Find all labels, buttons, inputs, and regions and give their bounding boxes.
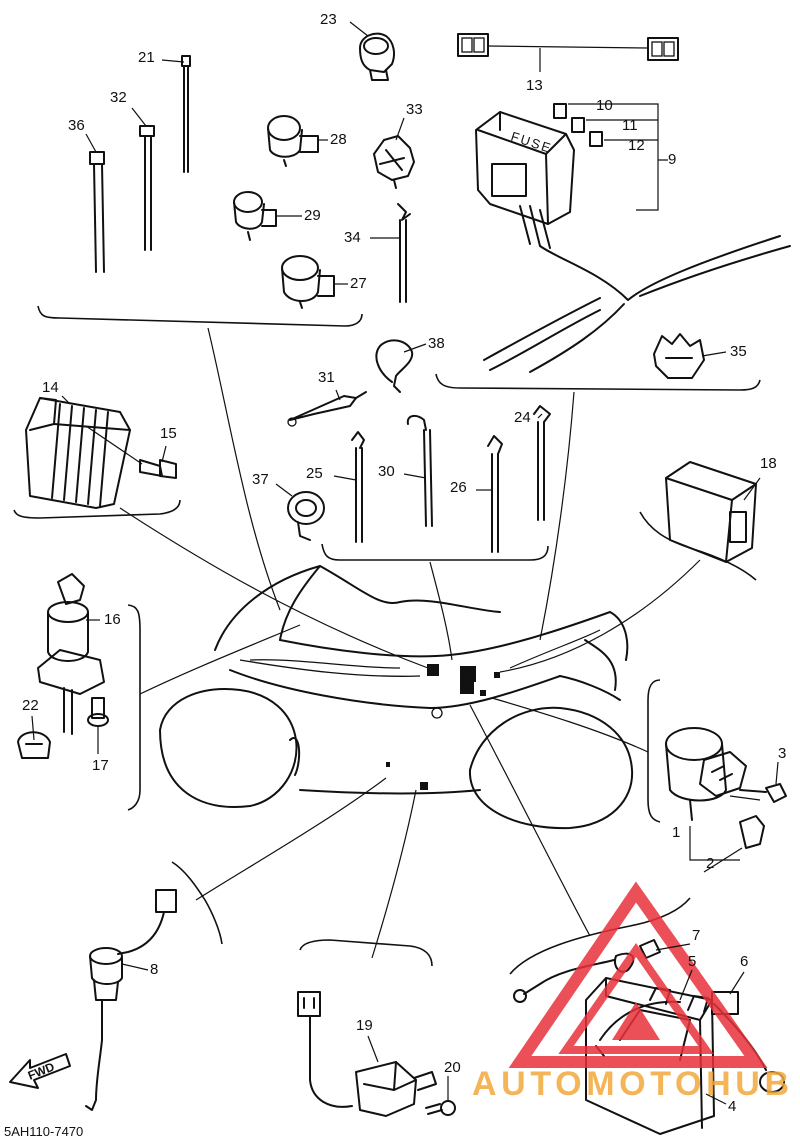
motorcycle-outline — [159, 565, 634, 830]
harness-junction-markers — [386, 664, 500, 790]
cable-tie-32 — [139, 125, 155, 251]
cable-tie-24 — [533, 405, 551, 521]
callout-6: 6 — [740, 953, 748, 970]
bolt-20 — [425, 1100, 456, 1116]
callout-leaders — [31, 21, 779, 1105]
callout-26: 26 — [450, 479, 467, 496]
callout-2: 2 — [706, 855, 714, 872]
callout-33: 33 — [406, 101, 423, 118]
clip-38 — [375, 339, 414, 393]
callout-30: 30 — [378, 463, 395, 480]
callout-24: 24 — [514, 409, 531, 426]
callout-5: 5 — [688, 953, 696, 970]
main-switch-16 — [37, 573, 105, 735]
location-lines — [119, 327, 701, 959]
coupler-13 — [457, 33, 679, 72]
bolt-17 — [87, 697, 109, 727]
cable-tie-30 — [406, 414, 433, 527]
clamp-29 — [233, 191, 277, 241]
fwd-arrow: FWD — [9, 1053, 71, 1089]
fuse-box: FUSE — [475, 111, 575, 249]
callout-4: 4 — [728, 1098, 736, 1115]
callout-28: 28 — [330, 131, 347, 148]
clamp-37 — [287, 491, 325, 541]
callout-15: 15 — [160, 425, 177, 442]
callout-34: 34 — [344, 229, 361, 246]
group-brackets — [13, 305, 761, 975]
callout-14: 14 — [42, 379, 59, 396]
watermark-logo: AUTOMOTOHUB — [472, 881, 790, 1103]
lead-31 — [287, 391, 367, 427]
main-wire-harness — [483, 235, 791, 373]
bracket-1-2 — [689, 795, 761, 861]
callout-9: 9 — [668, 151, 676, 168]
bolt-3 — [739, 783, 787, 803]
clamp-27 — [281, 255, 335, 309]
relay-18 — [665, 461, 757, 563]
fuse-lead-7 — [513, 939, 661, 1003]
callout-10: 10 — [596, 97, 613, 114]
clamp-28 — [267, 115, 319, 167]
callout-12: 12 — [628, 137, 645, 154]
callout-25: 25 — [306, 465, 323, 482]
cable-tie-34 — [397, 203, 411, 303]
bracket-9 — [568, 103, 668, 211]
rectifier-regulator-14 — [25, 397, 131, 509]
callout-13: 13 — [526, 77, 543, 94]
cable-tie-25 — [351, 431, 365, 543]
cover-2 — [739, 815, 765, 849]
bolt-15 — [85, 425, 177, 479]
callout-37: 37 — [252, 471, 269, 488]
fuse-10 — [553, 103, 567, 119]
callout-18: 18 — [760, 455, 777, 472]
callout-32: 32 — [110, 89, 127, 106]
callout-21: 21 — [138, 49, 155, 66]
callout-23: 23 — [320, 11, 337, 28]
watermark-text: AUTOMOTOHUB — [472, 1065, 790, 1103]
callout-8: 8 — [150, 961, 158, 978]
cable-tie-36 — [89, 151, 105, 273]
fuse-11 — [571, 117, 585, 133]
callout-11: 11 — [622, 117, 638, 134]
clamp-23 — [359, 32, 395, 81]
callout-19: 19 — [356, 1017, 373, 1034]
callout-16: 16 — [104, 611, 121, 628]
callout-29: 29 — [304, 207, 321, 224]
clamp-22 — [17, 731, 51, 759]
callout-7: 7 — [692, 927, 700, 944]
cable-tie-21 — [181, 55, 191, 173]
fuse-label: FUSE — [509, 129, 554, 156]
callout-22: 22 — [22, 697, 39, 714]
callout-17: 17 — [92, 757, 109, 774]
callout-38: 38 — [428, 335, 445, 352]
neutral-switch-8 — [85, 889, 177, 1111]
diagram-code: 5AH110-7470 — [4, 1124, 83, 1139]
sensor-19 — [297, 991, 437, 1117]
callout-27: 27 — [350, 275, 367, 292]
callout-3: 3 — [778, 745, 786, 762]
callout-1: 1 — [672, 824, 680, 841]
callout-20: 20 — [444, 1059, 461, 1076]
callout-labels: 1 2 3 4 5 6 7 8 9 10 11 12 13 14 15 16 1… — [22, 11, 786, 1115]
clip-33 — [373, 135, 415, 189]
starter-relay-1 — [665, 727, 747, 821]
fuse-12 — [589, 131, 603, 147]
callout-36: 36 — [68, 117, 85, 134]
cable-tie-26 — [487, 435, 503, 553]
clip-35 — [653, 333, 705, 379]
callout-35: 35 — [730, 343, 747, 360]
callout-31: 31 — [318, 369, 335, 386]
